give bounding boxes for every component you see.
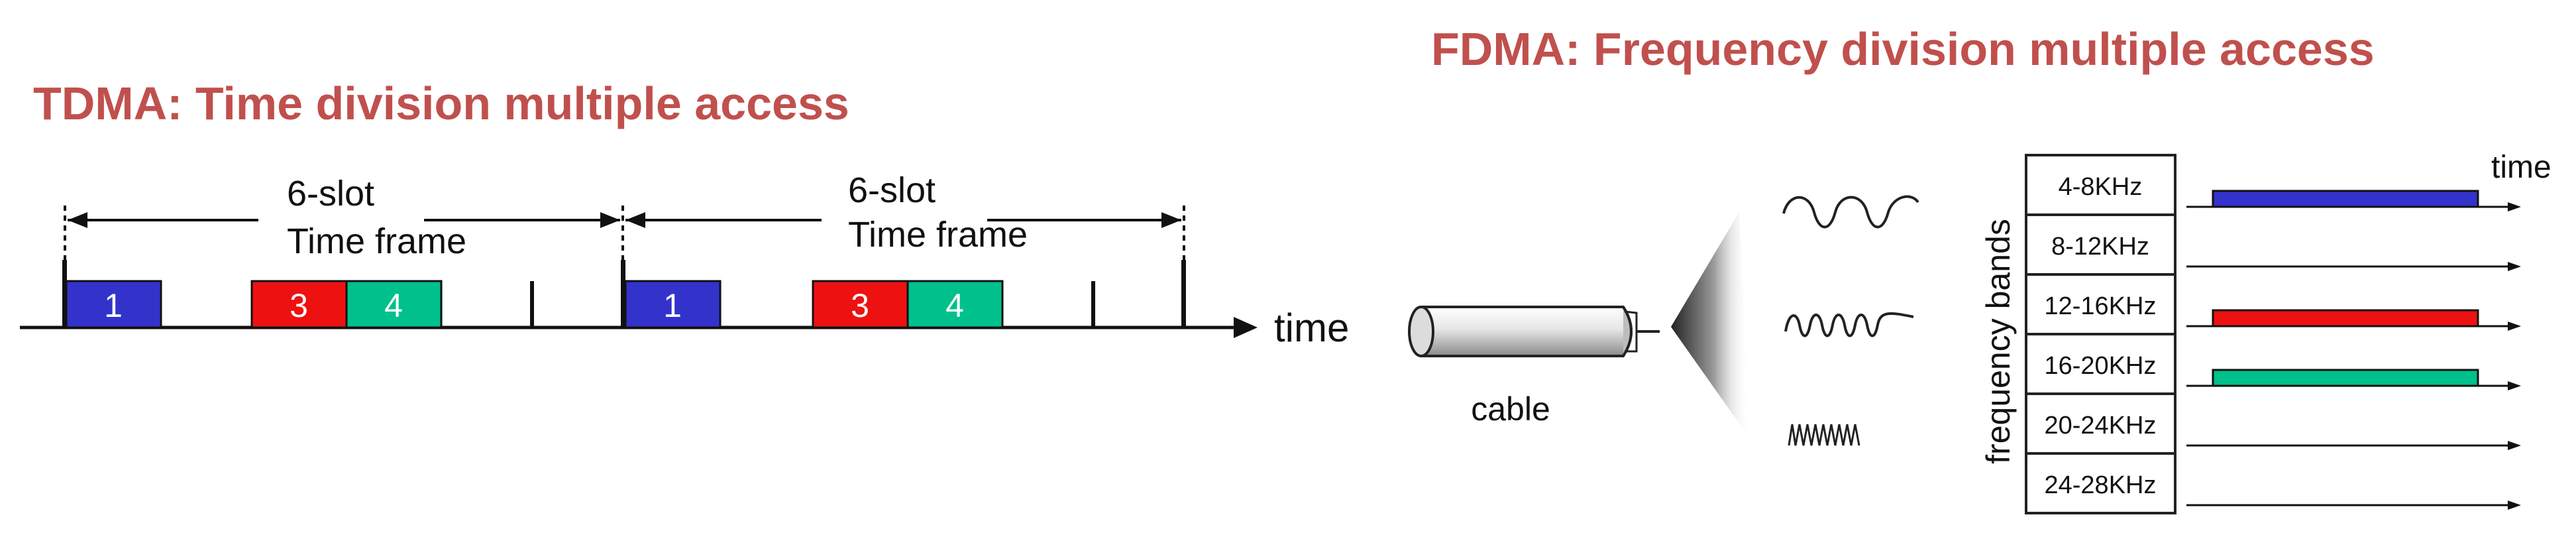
fdma-section: FDMA: Frequency division multiple access…	[1408, 23, 2551, 514]
time-axis-label: time	[1274, 306, 1349, 350]
wave-mid-freq-icon	[1784, 312, 1914, 337]
frame-label-line2: Time frame	[848, 215, 1028, 255]
band-activity-bars	[2212, 190, 2479, 387]
wave-low-freq-icon	[1782, 195, 1919, 229]
tdma-section: TDMA: Time division multiple access 6-sl…	[20, 78, 1349, 350]
frame-label-line1: 6-slot	[848, 170, 936, 210]
band-activity-bar	[2212, 309, 2479, 327]
cable-label: cable	[1471, 390, 1550, 428]
frame-tick	[1181, 260, 1186, 327]
slot-4-block	[906, 280, 1004, 329]
fdma-title: FDMA: Frequency division multiple access	[1431, 23, 2375, 75]
empty-slot-tick	[1091, 281, 1095, 327]
band-label: 24-28KHz	[2045, 471, 2157, 499]
slot-1-label: 1	[104, 287, 123, 324]
frequency-bands-axis-label: frequency bands	[1980, 219, 2017, 464]
arrowhead-icon	[2508, 441, 2521, 450]
slot-1-block	[65, 280, 162, 329]
empty-slot-tick	[530, 281, 534, 327]
band-label: 20-24KHz	[2045, 412, 2157, 440]
arrowhead-icon	[625, 212, 645, 228]
band-activity-bar	[2212, 190, 2479, 208]
slot-1-block	[624, 280, 722, 329]
band-time-lines	[2186, 202, 2521, 510]
cable-icon	[1408, 306, 1660, 357]
slot-4-label: 4	[945, 287, 964, 324]
arrowhead-icon	[600, 212, 620, 228]
frame-label-line2: Time frame	[287, 221, 466, 261]
arrowhead-icon	[2508, 322, 2521, 331]
arrowhead-icon	[2508, 202, 2521, 211]
arrowhead-icon	[68, 212, 87, 228]
band-label: 16-20KHz	[2045, 352, 2157, 380]
frame-label-line1: 6-slot	[287, 174, 374, 213]
band-label: 12-16KHz	[2045, 292, 2157, 320]
time-arrowhead-icon	[1234, 317, 1258, 338]
slot-1-label: 1	[663, 287, 682, 324]
band-label: 8-12KHz	[2051, 233, 2149, 261]
slot-3-block	[812, 280, 909, 329]
arrowhead-icon	[1161, 212, 1181, 228]
frame-tick	[62, 260, 67, 327]
spread-cone	[1671, 212, 1749, 438]
arrowhead-icon	[2508, 381, 2521, 390]
wave-high-freq-icon	[1788, 424, 1860, 446]
band-table: 4-8KHz 8-12KHz 12-16KHz 16-20KHz 20-24KH…	[2025, 154, 2176, 514]
arrowhead-icon	[2508, 262, 2521, 271]
slot-4-label: 4	[384, 287, 403, 324]
band-activity-bar	[2212, 369, 2479, 387]
slot-3-label: 3	[851, 287, 869, 324]
arrowhead-icon	[2508, 501, 2521, 510]
tdma-title: TDMA: Time division multiple access	[33, 78, 849, 129]
slot-4-block	[345, 280, 443, 329]
fdma-time-label: time	[2491, 150, 2551, 185]
frame-tick	[621, 260, 625, 327]
slot-3-label: 3	[290, 287, 308, 324]
band-label: 4-8KHz	[2059, 173, 2143, 201]
